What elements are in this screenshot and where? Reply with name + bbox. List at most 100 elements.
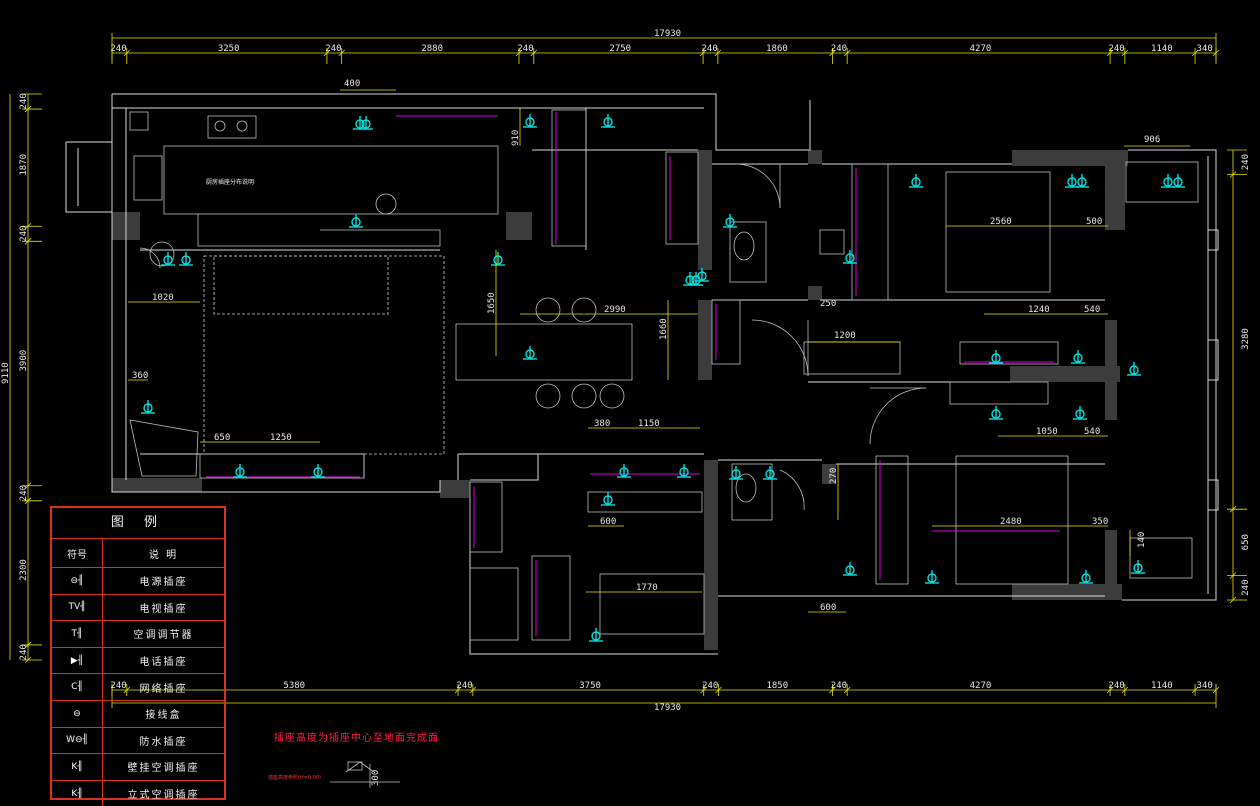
dim-910: 910: [511, 130, 521, 146]
dim-label: 240: [19, 485, 29, 501]
socket-icon: [689, 272, 703, 286]
dim-540-a: 540: [1084, 305, 1100, 315]
dim-label: 240: [110, 681, 126, 691]
socket-icon: [843, 562, 857, 576]
socket-icon: [349, 214, 363, 228]
dim-label: 240: [701, 44, 717, 54]
dim-label: 4270: [970, 44, 992, 54]
dim-label: 240: [19, 93, 29, 109]
socket-icon: [763, 466, 777, 480]
dim-2480: 2480: [1000, 517, 1022, 527]
walls: [112, 150, 1128, 650]
socket-icon: [1127, 362, 1141, 376]
legend-symbol-cell: K╢: [52, 754, 103, 780]
dim-540-b: 540: [1084, 427, 1100, 437]
dim-label: 240: [456, 681, 472, 691]
legend-symbol-cell: ⊖: [52, 700, 103, 727]
dim-label: 340: [1197, 681, 1213, 691]
bottom-total-dim: 17930: [654, 703, 681, 713]
dim-400: 400: [344, 79, 360, 89]
socket-icon: [723, 214, 737, 228]
dim-label: 1860: [766, 44, 788, 54]
socket-icon: [523, 114, 537, 128]
inner-dimensions: 400 910 906 2560 500 1020 2990 1650 1660…: [128, 79, 1190, 786]
socket-icon: [909, 174, 923, 188]
dim-label: 240: [831, 681, 847, 691]
legend-row: T╢空调调节器: [52, 621, 224, 648]
socket-icon: [989, 350, 1003, 364]
legend-symbol-cell: T╢: [52, 621, 103, 647]
legend-symbol-icon: T╢: [71, 628, 83, 639]
dim-140: 140: [1137, 532, 1147, 548]
legend-row: ⊖ 接线盒: [52, 700, 224, 728]
dim-label: 240: [325, 44, 341, 54]
dim-1650: 1650: [487, 292, 497, 314]
level-note: 插座高度参照(H=0.00): [268, 775, 321, 781]
socket-icon: [141, 400, 155, 414]
socket-icon: [1075, 174, 1089, 188]
socket-icon: [233, 464, 247, 478]
legend-row: ⊖╢ 电源插座: [52, 568, 224, 595]
dim-label: 1870: [19, 154, 29, 176]
dim-360: 360: [132, 371, 148, 381]
socket-icon: [989, 406, 1003, 420]
dim-label: 1140: [1151, 44, 1173, 54]
legend-symbol-cell: ▶╢: [52, 647, 103, 674]
dim-350: 350: [1092, 517, 1108, 527]
dim-label: 240: [1241, 154, 1251, 170]
legend-desc: 立式空调插座: [127, 790, 200, 802]
dim-1050: 1050: [1036, 427, 1058, 437]
legend-row: ▶╢ 电话插座: [52, 647, 224, 675]
dim-label: 3900: [19, 350, 29, 372]
legend-desc: 网络插座: [139, 683, 188, 695]
dim-label: 1140: [1151, 681, 1173, 691]
dim-label: 2750: [609, 44, 631, 54]
legend-symbol-icon: W⊖╢: [66, 735, 88, 746]
legend-symbol-cell: C╢: [52, 674, 103, 700]
plan-title: 插座高度为插座中心至地面完成面: [274, 733, 439, 744]
legend-row: TV╢电视插座: [52, 594, 224, 622]
legend-symbol-icon: K╢: [71, 788, 83, 799]
dim-600-b: 600: [820, 603, 836, 613]
dim-label: 240: [19, 226, 29, 242]
furniture-accents: [206, 112, 1060, 636]
legend-desc: 接线盒: [145, 710, 182, 722]
dim-label: 340: [1197, 44, 1213, 54]
socket-icon: [491, 252, 505, 266]
socket-icon: [359, 116, 373, 130]
dim-600-a: 600: [600, 517, 616, 527]
dim-label: 1850: [766, 681, 788, 691]
dim-500: 500: [1086, 217, 1102, 227]
dim-1770: 1770: [636, 583, 658, 593]
dim-1150: 1150: [638, 419, 660, 429]
legend-symbol-cell: K╢: [52, 780, 103, 806]
socket-icon: [1065, 174, 1079, 188]
socket-icon: [601, 492, 615, 506]
legend-row: C╢ 网络插座: [52, 674, 224, 701]
dim-380: 380: [594, 419, 610, 429]
furniture: [129, 109, 1199, 641]
legend-row: K╢壁挂空调插座: [52, 754, 224, 781]
socket-icon: [617, 464, 631, 478]
socket-icon: [311, 464, 325, 478]
socket-icon: [589, 628, 603, 642]
legend-symbol-icon: K╢: [71, 761, 83, 772]
level-symbol: [330, 761, 400, 788]
socket-icon: [601, 114, 615, 128]
legend-title: 图 例: [52, 508, 224, 539]
door-swings: [139, 163, 927, 511]
dim-1660: 1660: [659, 318, 669, 340]
socket-icon: [1131, 560, 1145, 574]
dim-label: 3750: [579, 681, 601, 691]
dim-1250: 1250: [270, 433, 292, 443]
socket-icon: [843, 250, 857, 264]
legend-symbol-icon: ⊖╢: [70, 575, 84, 586]
socket-symbols: [141, 114, 1185, 642]
dim-250: 250: [820, 299, 836, 309]
legend-desc: 电话插座: [139, 657, 188, 669]
wall-outlines: [65, 93, 1219, 655]
legend-desc: 电源插座: [139, 577, 188, 589]
dim-label: 240: [1108, 44, 1124, 54]
legend-symbol-icon: ⊖: [73, 708, 81, 719]
